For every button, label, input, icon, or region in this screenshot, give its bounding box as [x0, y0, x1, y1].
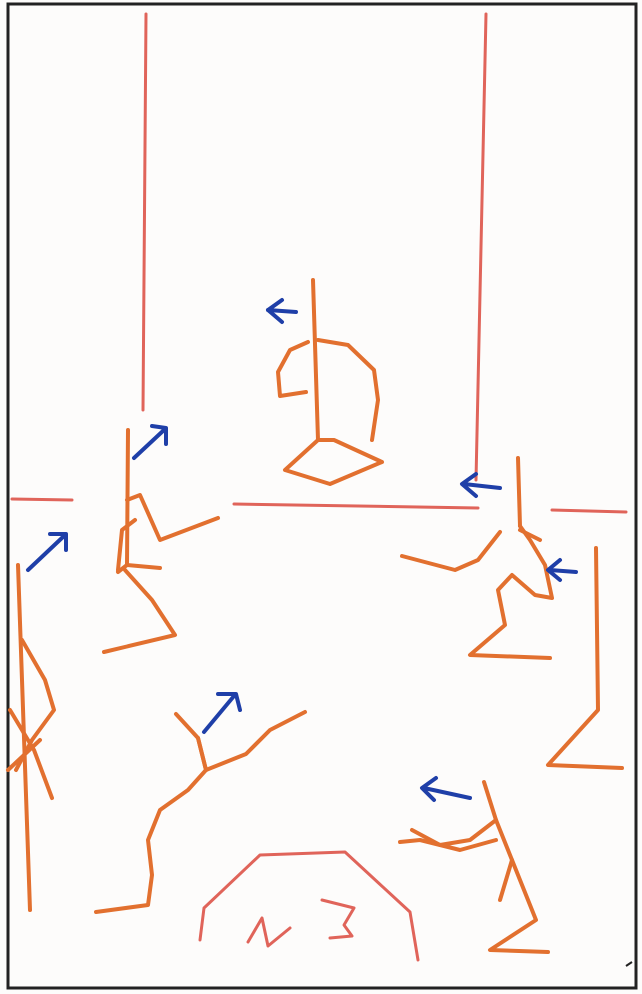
floor-line-center — [234, 504, 478, 508]
stick-figure-right-middle — [402, 458, 552, 658]
left-wall-line — [143, 14, 146, 410]
arrows-group — [28, 300, 576, 800]
stick-figure-left-middle — [104, 430, 218, 652]
bench-scribble-left — [248, 918, 290, 946]
stick-figure-bottom-right — [400, 782, 548, 952]
bench-outline — [200, 852, 418, 960]
floor-line-right — [552, 510, 626, 512]
arrow-right-middle — [548, 560, 576, 580]
arrow-right-top — [462, 474, 500, 496]
arrow-bottom-right — [422, 778, 470, 800]
right-wall-line — [476, 14, 486, 480]
stick-figure-bottom-center — [96, 712, 305, 912]
corner-mark — [626, 962, 632, 966]
arrow-top-center — [268, 300, 296, 322]
bench-scribble-right — [322, 900, 354, 938]
figures-group — [8, 280, 622, 952]
arrow-far-left — [28, 534, 66, 570]
room-outline — [12, 14, 626, 960]
arrow-left-middle — [134, 426, 166, 458]
paper-border — [8, 4, 636, 988]
arrow-bottom-center — [204, 694, 240, 732]
floor-line-left — [12, 499, 72, 500]
stick-figure-far-left — [8, 565, 54, 910]
